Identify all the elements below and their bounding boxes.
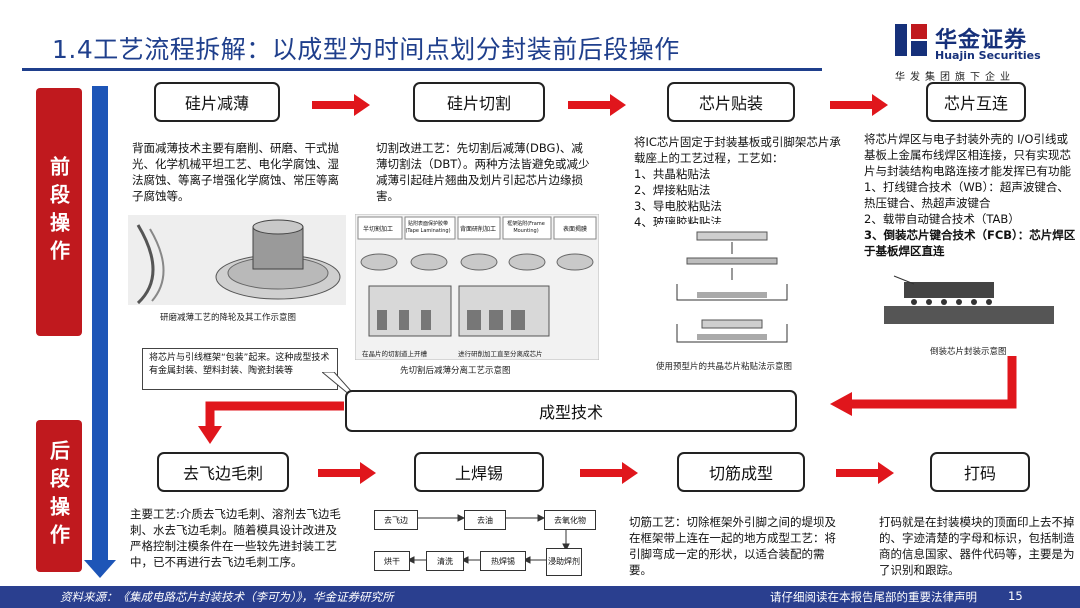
deflash-description: 主要工艺:介质去飞边毛刺、溶剂去飞边毛刺、水去飞边毛刺。随着模具设计改进及严格控… [130, 507, 341, 569]
cut-left-caption: 在晶片的切割道上开槽 [362, 350, 427, 358]
attach-illustration [657, 224, 797, 356]
page-title: 1.4工艺流程拆解：以成型为时间点划分封装前后段操作 [52, 35, 680, 64]
front-phase-label: 前段操作 [36, 88, 82, 336]
cut-stage-label: 半切割加工 [362, 225, 393, 233]
arrow-right-icon [318, 462, 376, 484]
cut-stage-label: 贴附表面保护胶带(Tape Laminating) [405, 221, 451, 234]
arrow-right-icon [836, 462, 894, 484]
step-trim: 切筋成型 [677, 452, 805, 492]
attach-description: 将IC芯片固定于封装基板或引脚架芯片承载座上的工艺过程，工艺如： 1、共晶粘贴法… [634, 134, 846, 230]
interconnect-description: 将芯片焊区与电子封装外壳的 I/O引线或基板上金属布线焊区相连接，只有实现芯片与… [864, 131, 1076, 259]
arrow-down-icon [198, 401, 344, 444]
flow-box: 去飞边 [374, 510, 418, 530]
step-cut: 硅片切割 [413, 82, 545, 122]
flow-box: 去氧化物 [544, 510, 596, 530]
logo-tagline: 华发集团旗下企业 [895, 72, 1015, 83]
arrow-right-icon [830, 94, 888, 116]
flipchip-illustration [884, 272, 1054, 328]
attach-intro: 将IC芯片固定于封装基板或引脚架芯片承载座上的工艺过程，工艺如： [634, 135, 841, 165]
flow-box: 清洗 [426, 551, 464, 571]
arrow-right-icon [568, 94, 626, 116]
huajin-logo: 华金证券 Huajin Securities 华发集团旗下企业 [893, 22, 1063, 83]
flow-box: 去油 [464, 510, 506, 530]
interconnect-item: 2、载带自动键合技术（TAB） [864, 212, 1020, 226]
back-phase-label: 后段操作 [36, 420, 82, 572]
flow-box: 烘干 [374, 551, 410, 571]
arrow-return-icon [830, 356, 1017, 416]
interconnect-caption: 倒装芯片封装示意图 [930, 347, 1007, 357]
footer-bar [0, 586, 1080, 608]
cut-stage-label: 表面揭膜 [562, 225, 587, 233]
arrow-right-icon [312, 94, 370, 116]
cutting-illustration [355, 214, 599, 360]
timeline-arrowhead-icon [84, 560, 116, 578]
molding-note: 将芯片与引线框架“包装”起来。这种成型技术有金属封装、塑料封装、陶瓷封装等 [142, 348, 338, 390]
attach-caption: 使用预型片的共晶芯片粘贴法示意图 [656, 362, 793, 372]
title-underline [22, 68, 822, 71]
footer-disclaimer: 请仔细阅读在本报告尾部的重要法律声明 [770, 590, 977, 604]
interconnect-intro: 将芯片焊区与电子封装外壳的 I/O引线或基板上金属布线焊区相连接，只有实现芯片与… [864, 132, 1071, 178]
interconnect-item: 1、打线键合技术（WB）：超声波键合、热压键合、热超声波键合 [864, 180, 1069, 210]
step-mold: 成型技术 [345, 390, 797, 432]
attach-item: 3、导电胶粘贴法 [634, 199, 722, 213]
cut-description: 切割改进工艺：先切割后减薄(DBG)、减薄切割法（DBT）。两种方法皆避免或减少… [376, 141, 590, 203]
step-attach: 芯片贴装 [667, 82, 795, 122]
step-deflash: 去飞边毛刺 [157, 452, 289, 492]
huajin-logo-mark-icon [893, 22, 929, 58]
grind-caption: 研磨减薄工艺的降轮及其工作示意图 [160, 313, 297, 323]
flow-box: 热焊锡 [480, 551, 526, 571]
solder-flow-lines [406, 514, 570, 564]
trim-description: 切筋工艺：切除框架外引脚之间的堤坝及在框架带上连在一起的地方成型工艺：将引脚弯成… [629, 515, 836, 577]
step-interconnect: 芯片互连 [926, 82, 1026, 122]
step-solder: 上焊锡 [414, 452, 544, 492]
step-mark: 打码 [930, 452, 1030, 492]
page-number: 15 [1008, 589, 1023, 603]
flow-box: 浸助焊剂 [546, 548, 582, 576]
attach-item: 2、焊接粘贴法 [634, 183, 711, 197]
cut-stage-label: 框架贴附(Frame Mounting) [507, 221, 545, 234]
arrow-right-icon [580, 462, 638, 484]
footer-source: 资料来源：《集成电路芯片封装技术（李可为）》，华金证券研究所 [60, 590, 394, 604]
mark-description: 打码就是在封装模块的顶面印上去不掉的、字迹清楚的字母和标识，包括制造商的信息国家… [879, 515, 1075, 577]
timeline-bar [92, 86, 108, 564]
grind-description: 背面减薄技术主要有磨削、研磨、干式抛光、化学机械平坦工艺、电化学腐蚀、湿法腐蚀、… [132, 141, 339, 203]
grinding-illustration [128, 215, 346, 305]
cut-right-caption: 进行研削加工直至分离成芯片 [458, 350, 543, 358]
cut-caption: 先切割后减薄分离工艺示意图 [400, 366, 511, 376]
logo-en-name: Huajin Securities [935, 49, 1041, 62]
interconnect-item-bold: 3、倒装芯片键合技术（FCB）：芯片焊区于基板焊区直连 [864, 228, 1076, 258]
logo-cn-name: 华金证券 [935, 28, 1028, 53]
attach-item: 1、共晶粘贴法 [634, 167, 711, 181]
step-grind: 硅片减薄 [154, 82, 280, 122]
cut-stage-label: 背面研削加工 [459, 225, 496, 233]
